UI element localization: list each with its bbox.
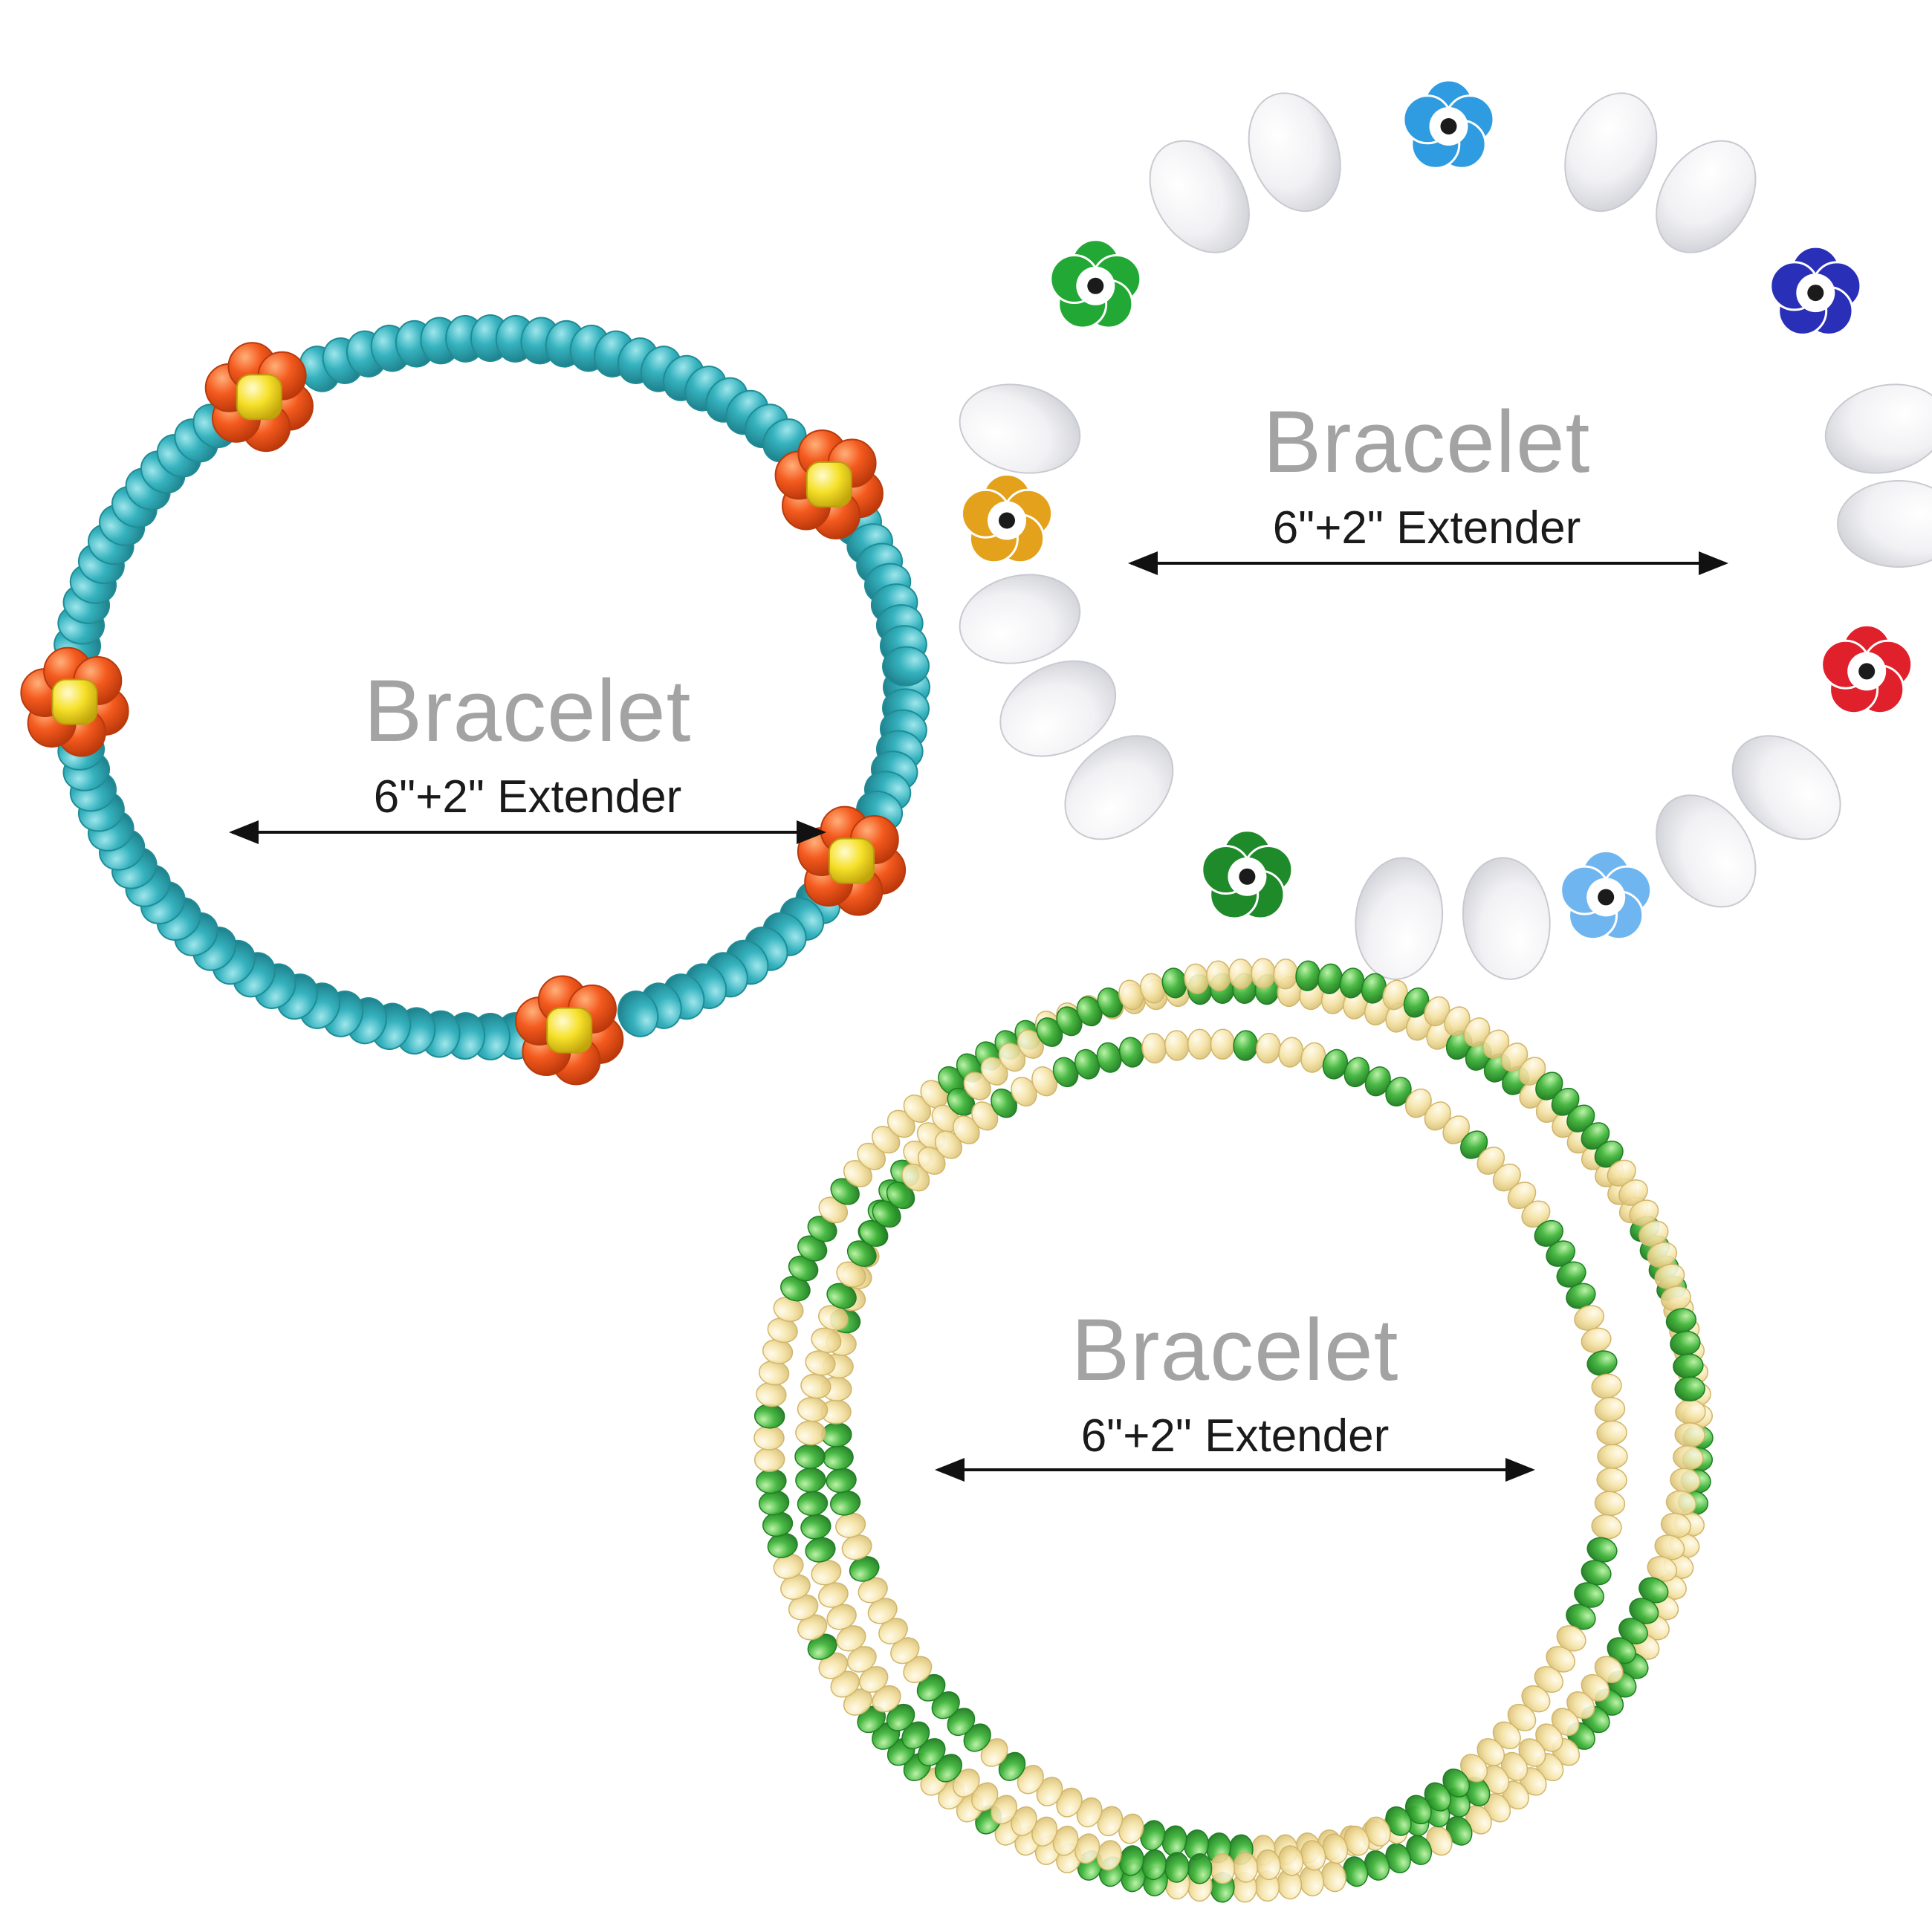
clear-bead-icon: [1210, 1853, 1236, 1884]
bracelet-size: 6"+2" Extender: [1080, 1410, 1390, 1462]
green-bead-icon: [794, 1444, 826, 1469]
pearl-bead-icon: [1355, 857, 1444, 980]
flower-eye-icon: [1807, 285, 1824, 302]
flower-eye-icon: [1087, 277, 1104, 294]
flower-eye-icon: [999, 512, 1015, 529]
bracelet-title: Bracelet: [1262, 393, 1591, 491]
orange-flower-icon: [774, 429, 884, 539]
pearl-bead-icon: [1248, 92, 1341, 213]
yellow-center-icon: [828, 837, 875, 884]
clear-bead-icon: [1591, 1373, 1622, 1399]
green-bead-icon: [830, 1490, 861, 1516]
pearl-bead-icon: [999, 660, 1117, 757]
yellow-center-icon: [51, 678, 98, 725]
clear-bead-icon: [1596, 1420, 1627, 1446]
clear-bead-icon: [1210, 1028, 1236, 1060]
clear-bead-icon: [756, 1381, 787, 1407]
green-bead-icon: [1674, 1376, 1705, 1401]
pearl-bead-icon: [959, 383, 1081, 474]
pearl-flower-bracelet-icon: [959, 79, 1932, 980]
bracelet-title: Bracelet: [363, 662, 692, 760]
clear-bead-icon: [1278, 1037, 1304, 1068]
pearl-bead-icon: [959, 574, 1081, 664]
flower-eye-icon: [1239, 868, 1256, 885]
clear-bead-icon: [1594, 1396, 1626, 1422]
clear-bead-icon: [795, 1420, 826, 1446]
green-bead-icon: [1586, 1350, 1618, 1376]
millefiori-flower-icon: [1560, 849, 1653, 941]
clear-bead-icon: [1591, 1514, 1622, 1540]
clear-bead-icon: [1251, 958, 1276, 989]
green-bead-icon: [826, 1468, 857, 1494]
clear-bead-icon: [753, 1425, 785, 1450]
clear-bead-icon: [753, 1447, 785, 1472]
pearl-bead-icon: [1564, 92, 1658, 213]
clear-bead-icon: [1256, 1032, 1281, 1064]
green-bead-icon: [753, 1404, 785, 1429]
green-bead-icon: [795, 1467, 826, 1493]
clear-bead-icon: [1187, 1028, 1213, 1060]
yellow-center-icon: [805, 461, 852, 508]
clear-bead-icon: [1596, 1467, 1627, 1493]
green-bead-icon: [1233, 1030, 1258, 1061]
pearl-bead-icon: [1149, 140, 1250, 253]
pearl-bead-icon: [1731, 735, 1841, 840]
green-bead-icon: [756, 1468, 787, 1494]
turquoise-bead-icon: [882, 646, 930, 687]
green-seed-bead-bracelet-icon: [753, 958, 1714, 1903]
clear-bead-icon: [1597, 1444, 1628, 1469]
pearl-bead-icon: [1824, 383, 1932, 474]
millefiori-flower-icon: [1402, 79, 1495, 169]
bracelet-label-2: Bracelet 6"+2" Extender: [1129, 398, 1724, 551]
millefiori-flower-icon: [1769, 245, 1862, 336]
green-bead-icon: [800, 1514, 832, 1540]
green-bead-icon: [797, 1491, 829, 1517]
clear-bead-icon: [1164, 1030, 1190, 1061]
flower-eye-icon: [1440, 118, 1457, 134]
bracelet-title: Bracelet: [1071, 1301, 1399, 1399]
bracelet-size: 6"+2" Extender: [1272, 502, 1581, 554]
bracelet-size: 6"+2" Extender: [373, 771, 682, 823]
millefiori-flower-icon: [961, 473, 1054, 564]
millefiori-flower-icon: [1821, 623, 1913, 715]
clear-bead-icon: [1675, 1399, 1706, 1424]
clear-bead-icon: [1141, 1032, 1167, 1064]
millefiori-flower-icon: [1049, 239, 1142, 329]
turquoise-bead-icon: [617, 991, 659, 1037]
green-bead-icon: [1187, 1853, 1213, 1884]
clear-bead-icon: [1594, 1491, 1626, 1517]
pearl-bead-icon: [1656, 140, 1757, 253]
orange-flower-icon: [515, 975, 624, 1086]
turquoise-flower-bracelet-icon: [20, 314, 930, 1086]
green-bead-icon: [823, 1445, 854, 1471]
pearl-bead-icon: [1837, 480, 1932, 568]
orange-flower-icon: [20, 646, 129, 757]
green-bead-icon: [1586, 1537, 1618, 1563]
millefiori-flower-icon: [1201, 829, 1294, 920]
flower-eye-icon: [1858, 663, 1876, 680]
orange-flower-icon: [204, 342, 314, 453]
pearl-bead-icon: [1064, 735, 1174, 840]
pearl-bead-icon: [1462, 857, 1551, 980]
yellow-center-icon: [546, 1007, 593, 1054]
green-bead-icon: [1118, 1037, 1144, 1068]
yellow-center-icon: [236, 374, 282, 421]
pearl-bead-icon: [1656, 794, 1757, 908]
orange-flower-icon: [797, 805, 907, 916]
green-bead-icon: [805, 1537, 836, 1563]
bracelet-label-1: Bracelet 6"+2" Extender: [230, 667, 825, 820]
bracelet-label-3: Bracelet 6"+2" Extender: [938, 1306, 1532, 1459]
flower-eye-icon: [1598, 889, 1615, 906]
